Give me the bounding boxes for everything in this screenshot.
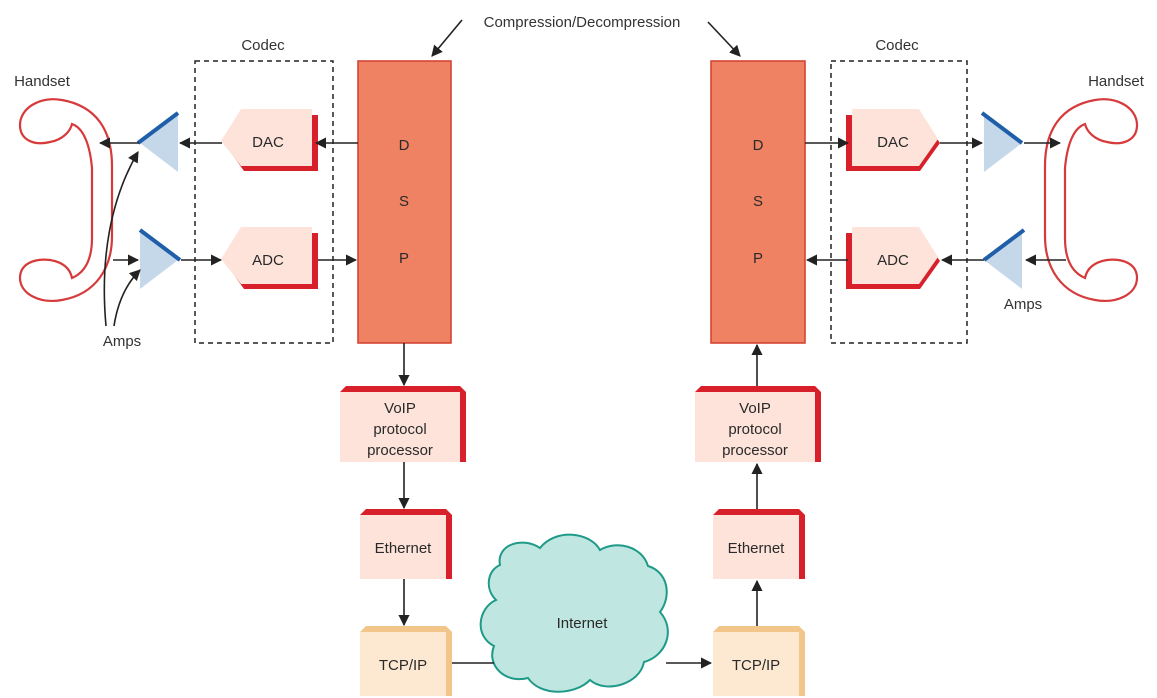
svg-text:VoIP: VoIP	[739, 400, 771, 417]
codec-box-left	[194, 60, 334, 344]
amp-icon-right-top	[980, 111, 1024, 172]
svg-text:S: S	[753, 193, 763, 210]
dsp-block-right: D S P	[710, 60, 806, 344]
tcpip-block-right: TCP/IP	[713, 626, 805, 696]
svg-text:P: P	[753, 250, 763, 267]
compression-arrow-right	[707, 21, 741, 57]
svg-text:D: D	[399, 137, 410, 154]
dac-block-left: DAC	[221, 109, 318, 171]
svg-text:D: D	[753, 137, 764, 154]
amps-label-right: Amps	[1004, 296, 1042, 313]
tcpip-block-left: TCP/IP	[360, 626, 452, 696]
svg-text:DAC: DAC	[877, 134, 909, 151]
svg-text:protocol: protocol	[373, 421, 426, 438]
amp-icon-left-top	[136, 111, 180, 172]
svg-text:ADC: ADC	[877, 252, 909, 269]
svg-text:TCP/IP: TCP/IP	[379, 657, 427, 674]
svg-text:processor: processor	[722, 442, 788, 459]
compression-label: Compression/Decompression	[484, 14, 681, 31]
ethernet-block-right: Ethernet	[713, 509, 805, 579]
svg-text:ADC: ADC	[252, 252, 284, 269]
amp-icon-right-bottom	[982, 228, 1026, 289]
svg-text:Ethernet: Ethernet	[728, 540, 786, 557]
compression-arrow-left	[431, 19, 463, 57]
svg-text:protocol: protocol	[728, 421, 781, 438]
amps-pointer-left-top	[103, 151, 139, 327]
amps-label-left: Amps	[103, 333, 141, 350]
voip-processor-right: VoIP protocol processor	[695, 386, 821, 462]
handset-icon-left	[18, 98, 114, 302]
amps-pointer-left-bottom	[113, 269, 141, 327]
svg-text:processor: processor	[367, 442, 433, 459]
handset-label-left: Handset	[14, 73, 71, 90]
svg-text:S: S	[399, 193, 409, 210]
dac-block-right: DAC	[846, 109, 940, 171]
amp-icon-left-bottom	[138, 228, 182, 289]
codec-label-left: Codec	[241, 37, 285, 54]
internet-cloud: Internet	[479, 533, 669, 693]
voip-processor-left: VoIP protocol processor	[340, 386, 466, 462]
ethernet-block-left: Ethernet	[360, 509, 452, 579]
adc-block-left: ADC	[221, 227, 318, 289]
adc-block-right: ADC	[846, 227, 940, 289]
handset-icon-right	[1043, 98, 1139, 302]
svg-text:TCP/IP: TCP/IP	[732, 657, 780, 674]
svg-text:VoIP: VoIP	[384, 400, 416, 417]
svg-text:Ethernet: Ethernet	[375, 540, 433, 557]
dsp-block-left: D S P	[357, 60, 452, 344]
svg-text:P: P	[399, 250, 409, 267]
codec-label-right: Codec	[875, 37, 919, 54]
handset-label-right: Handset	[1088, 73, 1145, 90]
codec-box-right	[830, 60, 968, 344]
svg-text:Internet: Internet	[557, 615, 609, 632]
svg-text:DAC: DAC	[252, 134, 284, 151]
